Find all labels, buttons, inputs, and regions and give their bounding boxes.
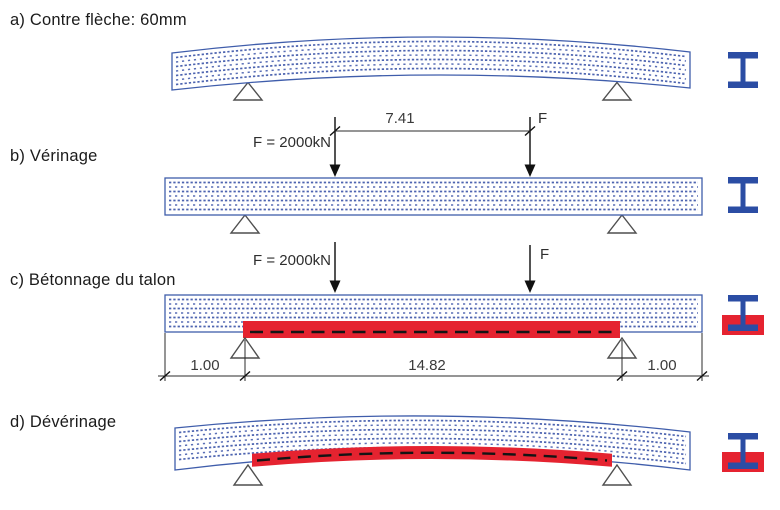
beam-b-hatching — [169, 181, 698, 211]
stage-d-label: d) Dévérinage — [10, 413, 117, 431]
force-label-c-left: F = 2000kN — [253, 252, 331, 269]
concrete-heel-c — [243, 321, 620, 338]
concrete-heel-d — [252, 446, 612, 467]
stage-b-drawing — [164, 117, 758, 234]
dimension-chain-span — [158, 333, 709, 382]
support-b-left — [229, 213, 261, 234]
dimension-label-overhang-left: 1.00 — [190, 357, 220, 374]
heel-axis-dashed-line-d — [256, 451, 608, 462]
i-beam-with-heel-icon-c — [722, 295, 764, 335]
support-b-right — [606, 213, 638, 234]
support-a-left — [232, 81, 264, 101]
force-label-b-left: F = 2000kN — [253, 134, 331, 151]
stage-c-drawing — [158, 242, 764, 382]
stage-a-label: a) Contre flèche: 60mm — [10, 11, 187, 29]
dimension-label-overhang-right: 1.00 — [647, 357, 677, 374]
force-label-c-right: F — [540, 246, 550, 263]
support-d-right — [601, 463, 633, 486]
dimension-label-span: 14.82 — [408, 357, 446, 374]
i-beam-with-heel-icon-d — [722, 433, 764, 472]
i-beam-icon-b — [728, 177, 758, 213]
beam-d-hatching — [178, 419, 687, 465]
i-beam-icon-a — [728, 52, 758, 88]
beam-a-hatching — [175, 40, 687, 86]
support-d-left — [232, 463, 264, 486]
force-arrow-c-right — [524, 245, 536, 293]
stage-b-label: b) Vérinage — [10, 147, 98, 165]
support-a-right — [601, 81, 633, 101]
dimension-jack-spacing — [329, 125, 536, 137]
force-arrow-b-left — [329, 117, 341, 177]
stage-a-drawing — [171, 36, 758, 101]
stage-d-drawing — [174, 415, 764, 486]
force-arrow-b-right — [524, 117, 536, 177]
dimension-label-jack-spacing: 7.41 — [385, 110, 415, 127]
stage-c-label: c) Bétonnage du talon — [10, 271, 176, 289]
force-label-b-right: F — [538, 110, 548, 127]
force-arrow-c-left — [329, 242, 341, 293]
